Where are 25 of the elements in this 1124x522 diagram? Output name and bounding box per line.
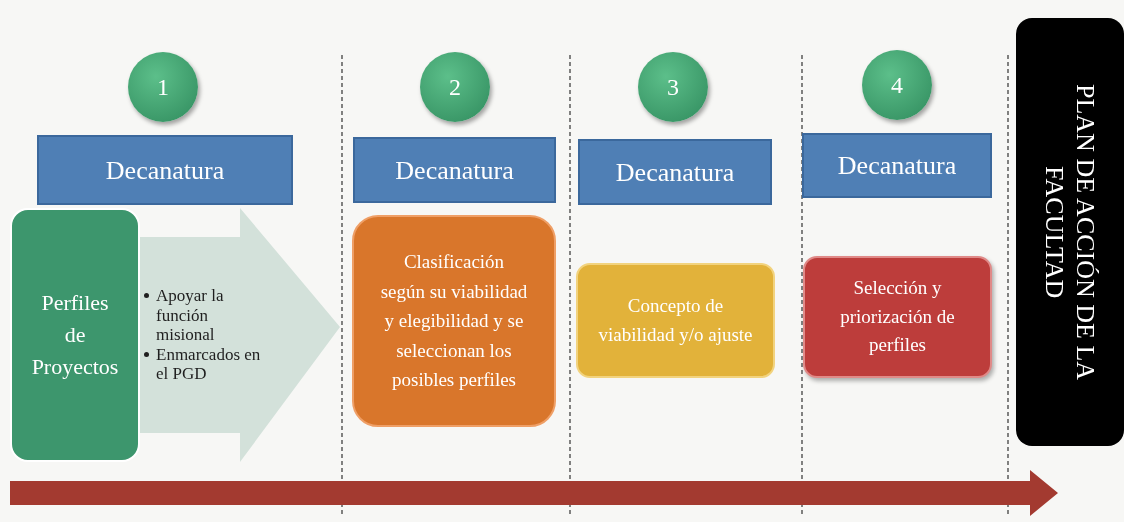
bullet-text: Enmarcados en el PGD	[156, 344, 262, 384]
node-label: Perfiles de Proyectos	[31, 289, 119, 381]
process-box	[10, 208, 140, 462]
node-label: 2	[449, 73, 461, 102]
node-label: 4	[891, 71, 903, 100]
process-box	[352, 215, 556, 427]
node-label: Decanatura	[837, 150, 957, 182]
node-label: Selección y priorización de perfiles	[839, 276, 956, 358]
node-label: Decanatura	[105, 154, 225, 187]
role-box	[578, 139, 772, 205]
node-label: 1	[157, 73, 169, 102]
result-box	[1016, 18, 1124, 446]
node-label: Decanatura	[615, 156, 735, 189]
node-label: Clasificación según su viabilidad y elegibilidad y se seleccionan los posibles perfiles	[380, 250, 528, 393]
node-label: Concepto de viabilidad y/o ajuste	[597, 294, 754, 347]
process-box	[576, 263, 775, 378]
role-box	[37, 135, 293, 205]
node-label: PLAN DE ACCIÓN DE LA FACULTAD	[1039, 82, 1102, 383]
node-label: 3	[667, 73, 679, 102]
node-label: Decanatura	[395, 154, 514, 187]
arrow-shape	[140, 208, 340, 462]
bullet-text: Apoyar la función misional	[156, 286, 225, 345]
process-box	[803, 256, 992, 378]
role-box	[802, 133, 992, 198]
role-box	[353, 137, 556, 203]
